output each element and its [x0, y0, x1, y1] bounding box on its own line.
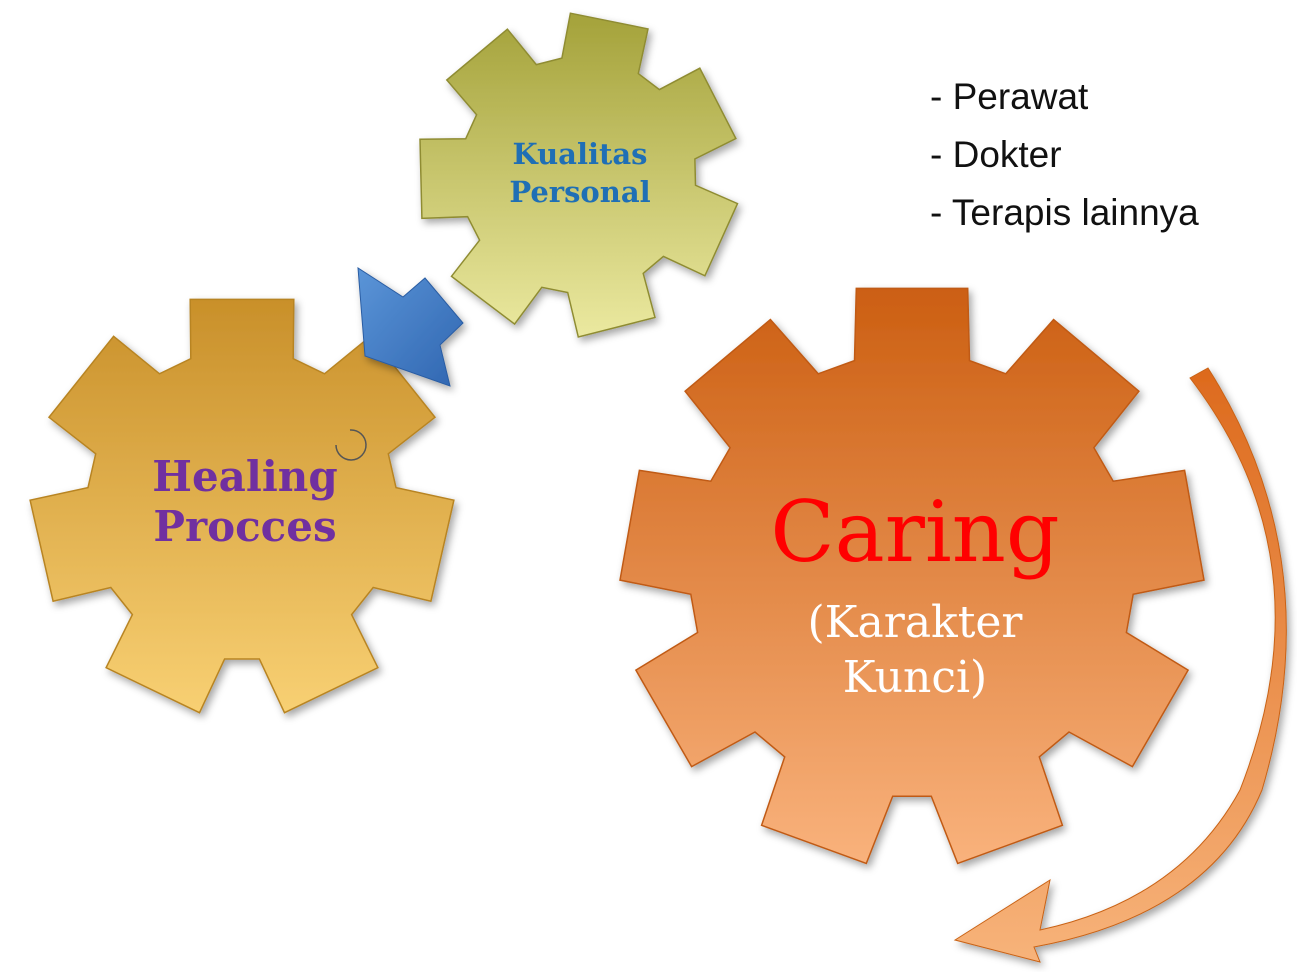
arrow-down-left-icon [357, 267, 464, 387]
left-gear-line1: Healing [152, 452, 338, 501]
gear-icon [419, 12, 739, 338]
gear-label-kualitas-personal: Kualitas Personal [470, 135, 690, 211]
small-gear-line2: Personal [509, 175, 651, 209]
role-item: - Perawat [930, 76, 1089, 117]
gear-icon [619, 287, 1205, 865]
left-gear-line2: Procces [153, 502, 337, 551]
small-gear-line1: Kualitas [512, 137, 648, 171]
role-item: - Terapis lainnya [930, 192, 1199, 233]
gear-label-healing-procces: Healing Procces [120, 452, 370, 552]
role-list: - Perawat - Dokter - Terapis lainnya [930, 68, 1199, 242]
big-gear-subtitle: (Karakter Kunci) [760, 595, 1070, 705]
big-gear-title: Caring [770, 483, 1060, 581]
big-gear-sub-line1: (Karakter [807, 597, 1023, 648]
gear-icon [29, 298, 455, 714]
big-gear-sub-line2: Kunci) [842, 652, 988, 703]
curved-arrow-icon [953, 367, 1287, 963]
circle-arc-icon [335, 429, 367, 461]
role-item: - Dokter [930, 134, 1062, 175]
